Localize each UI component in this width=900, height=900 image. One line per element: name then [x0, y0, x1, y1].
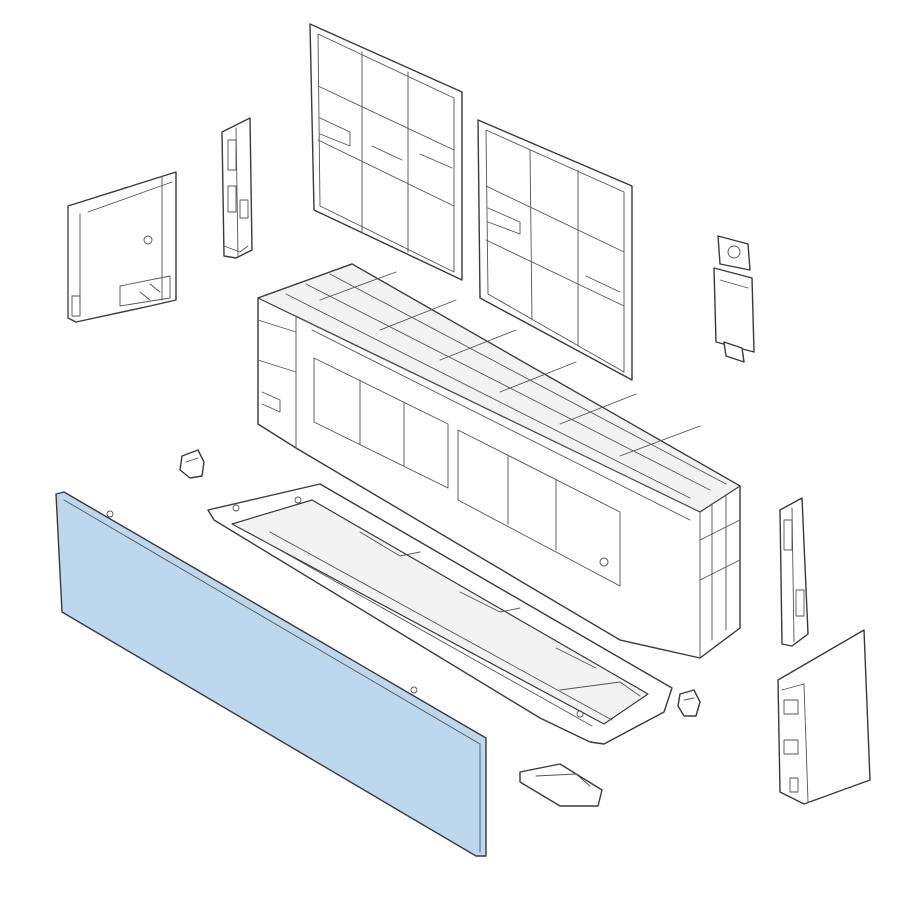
main-chassis[interactable] — [257, 263, 741, 659]
small-clip-right[interactable] — [677, 689, 701, 717]
left-side-cover[interactable] — [67, 171, 177, 323]
front-panel[interactable] — [55, 491, 487, 857]
display-cover[interactable] — [519, 763, 603, 807]
right-bracket[interactable] — [779, 497, 809, 647]
right-side-cover[interactable] — [777, 629, 871, 805]
left-bracket[interactable] — [221, 117, 253, 259]
air-filter-right[interactable] — [477, 119, 633, 381]
small-clip-left[interactable] — [179, 449, 205, 479]
air-filter-left[interactable] — [309, 23, 463, 281]
bottom-frame[interactable] — [207, 483, 673, 745]
electrical-box[interactable] — [713, 235, 755, 363]
